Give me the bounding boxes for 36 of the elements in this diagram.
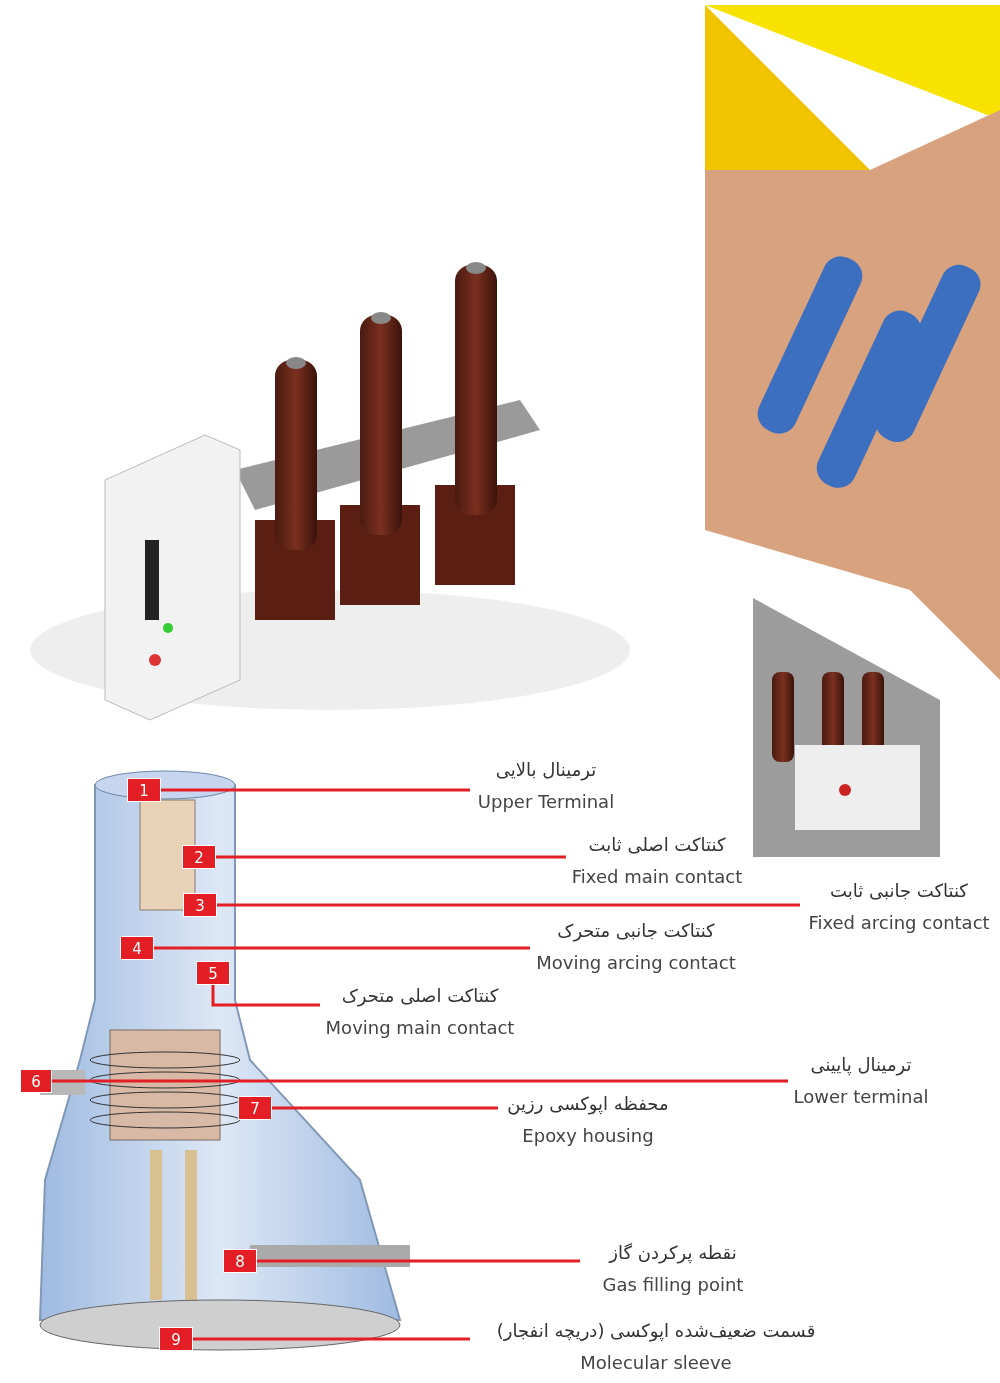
leader-line bbox=[52, 1079, 788, 1083]
part-name: کنتاکت اصلی متحرک bbox=[341, 984, 499, 1009]
part-name: Fixed main contact bbox=[571, 865, 743, 889]
callout-number: 1 bbox=[127, 778, 161, 802]
leader-line bbox=[257, 1259, 580, 1263]
part-name: Gas filling point bbox=[602, 1273, 744, 1297]
callout-number: 2 bbox=[182, 845, 216, 869]
leader-line bbox=[216, 855, 566, 859]
leader-line bbox=[161, 788, 470, 792]
leader-line bbox=[217, 903, 800, 907]
leader-line bbox=[211, 985, 320, 1007]
part-name: Moving arcing contact bbox=[536, 951, 736, 975]
part-name: کنتاکت جانبی ثابت bbox=[830, 879, 968, 903]
leader-line bbox=[193, 1337, 470, 1341]
part-name: Upper Terminal bbox=[477, 790, 615, 814]
part-name: ترمینال پایینی bbox=[810, 1053, 912, 1078]
callout-number: 3 bbox=[183, 893, 217, 917]
callout-number: 5 bbox=[196, 961, 230, 985]
part-name: نقطه پرکردن گاز bbox=[609, 1241, 737, 1266]
part-name: Fixed arcing contact bbox=[808, 911, 990, 935]
part-name: Moving main contact bbox=[325, 1016, 515, 1040]
part-name: محفظه اپوکسی رزین bbox=[507, 1092, 669, 1117]
leader-line bbox=[154, 946, 530, 950]
part-name: Epoxy housing bbox=[522, 1124, 654, 1148]
part-name: ترمینال بالایی bbox=[495, 758, 597, 783]
callout-number: 7 bbox=[238, 1096, 272, 1120]
part-name: قسمت ضعیف‌شده اپوکسی (دریچه انفجار) bbox=[496, 1319, 816, 1344]
leader-line bbox=[272, 1106, 498, 1110]
part-name: Molecular sleeve bbox=[580, 1351, 732, 1375]
callout-number: 9 bbox=[159, 1327, 193, 1351]
part-name: کنتاکت جانبی متحرک bbox=[557, 919, 715, 944]
callout-number: 6 bbox=[20, 1069, 52, 1093]
callout-number: 4 bbox=[120, 936, 154, 960]
callout-number: 8 bbox=[223, 1249, 257, 1273]
part-name: Lower terminal bbox=[793, 1085, 929, 1109]
part-name: کنتاکت اصلی ثابت bbox=[588, 833, 726, 857]
